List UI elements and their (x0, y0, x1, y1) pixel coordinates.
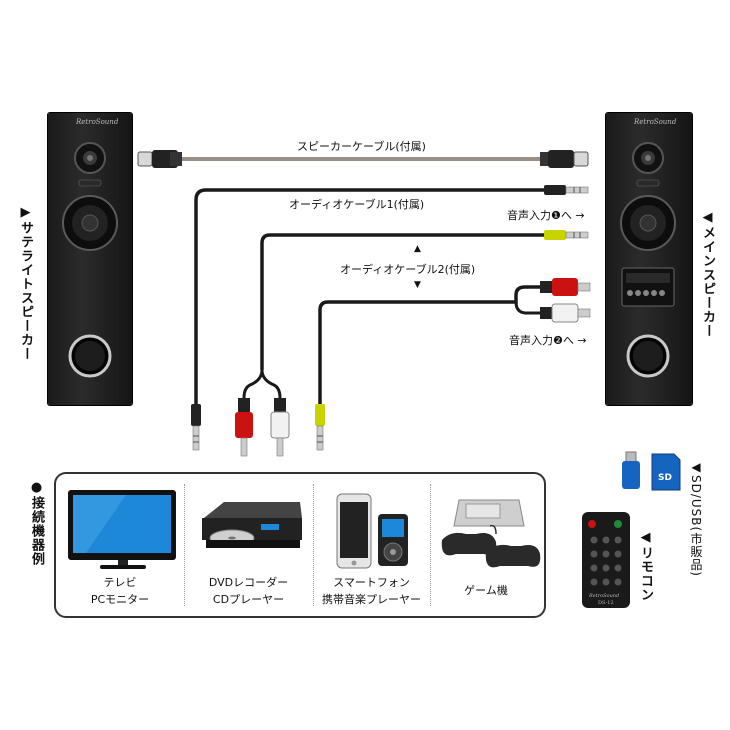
main-red-rca-plug (540, 278, 591, 296)
sd-usb-label: ◀SD/USB(市販品) (689, 460, 703, 577)
music-player-icon (378, 514, 408, 566)
dvd-recorder-icon (202, 502, 302, 548)
device-caption-tv: テレビ PCモニター (56, 574, 184, 608)
audio-cable-1-main-plug (544, 185, 589, 195)
satellite-speaker-label: ▶サテライトスピーカー (18, 205, 33, 361)
devices-panel: テレビ PCモニター DVDレコーダー CDプレーヤー スマートフォン 携帯音楽… (54, 472, 546, 618)
device-caption-tv-line2: PCモニター (90, 593, 150, 606)
remote-control-icon (582, 512, 630, 608)
main-speaker-label: ◀メインスピーカー (700, 210, 715, 338)
device-caption-game-line1: ゲーム機 (464, 584, 508, 597)
device-caption-phone-line1: スマートフォン (333, 576, 410, 589)
device-icons (68, 490, 541, 569)
arrow-down-icon: ▼ (414, 280, 421, 290)
device-caption-phone-line2: 携帯音楽プレーヤー (322, 593, 421, 606)
arrow-up-icon: ▲ (414, 244, 421, 254)
audio-cable-2-red-rca-plug (235, 398, 253, 457)
input-2-label: 音声入力❷へ → (509, 334, 587, 347)
audio-cable-2-label: オーディオケーブル2(付属) (340, 263, 476, 276)
speaker-cable-right-plug (540, 150, 589, 168)
device-caption-tv-line1: テレビ (103, 576, 137, 589)
audio-cable-1-device-plug (191, 404, 201, 451)
audio-cable-1-label: オーディオケーブル1(付属) (289, 198, 425, 211)
satellite-brand-logo: RetroSound (76, 118, 119, 126)
device-caption-dvd-line1: DVDレコーダー (208, 576, 289, 589)
svg-text:SD: SD (658, 473, 672, 483)
device-caption-dvd: DVDレコーダー CDプレーヤー (184, 574, 313, 608)
remote-model-label: DS-12 (598, 600, 614, 606)
satellite-drivers (62, 142, 118, 378)
main-brand-logo: RetroSound (634, 118, 677, 126)
remote-label: ◀リモコン (638, 530, 653, 602)
satellite-speaker: RetroSound (48, 113, 132, 405)
usb-stick-icon (622, 451, 640, 489)
tv-icon (68, 490, 176, 569)
speaker-cable-label: スピーカーケーブル(付属) (297, 140, 426, 153)
main-speaker: RetroSound (606, 113, 692, 405)
remote-brand-logo: RetroSound (589, 593, 620, 599)
speaker-cable-left-plug (137, 150, 182, 168)
input-1-label: 音声入力❶へ → (507, 209, 585, 222)
audio-cable-2-white-rca-plug (270, 398, 290, 457)
device-caption-dvd-line2: CDプレーヤー (212, 593, 285, 606)
game-console-icon (441, 499, 541, 568)
main-white-rca-plug (540, 303, 591, 323)
device-caption-game: ゲーム機 (430, 582, 542, 599)
audio-cable-2-main-yellow-plug (544, 230, 589, 240)
audio-cable-1-line (194, 188, 545, 405)
main-drivers (620, 142, 676, 378)
devices-heading: ●接続機器例 (29, 480, 44, 566)
audio-cable-2-split-line (242, 369, 282, 399)
audio-cable-2-yellow-line (260, 233, 545, 370)
sd-card-icon: SD (651, 453, 681, 491)
device-caption-phone: スマートフォン 携帯音楽プレーヤー (313, 574, 430, 608)
audio-cable-2-device-yellow-plug (315, 404, 325, 451)
smartphone-icon (336, 493, 372, 569)
